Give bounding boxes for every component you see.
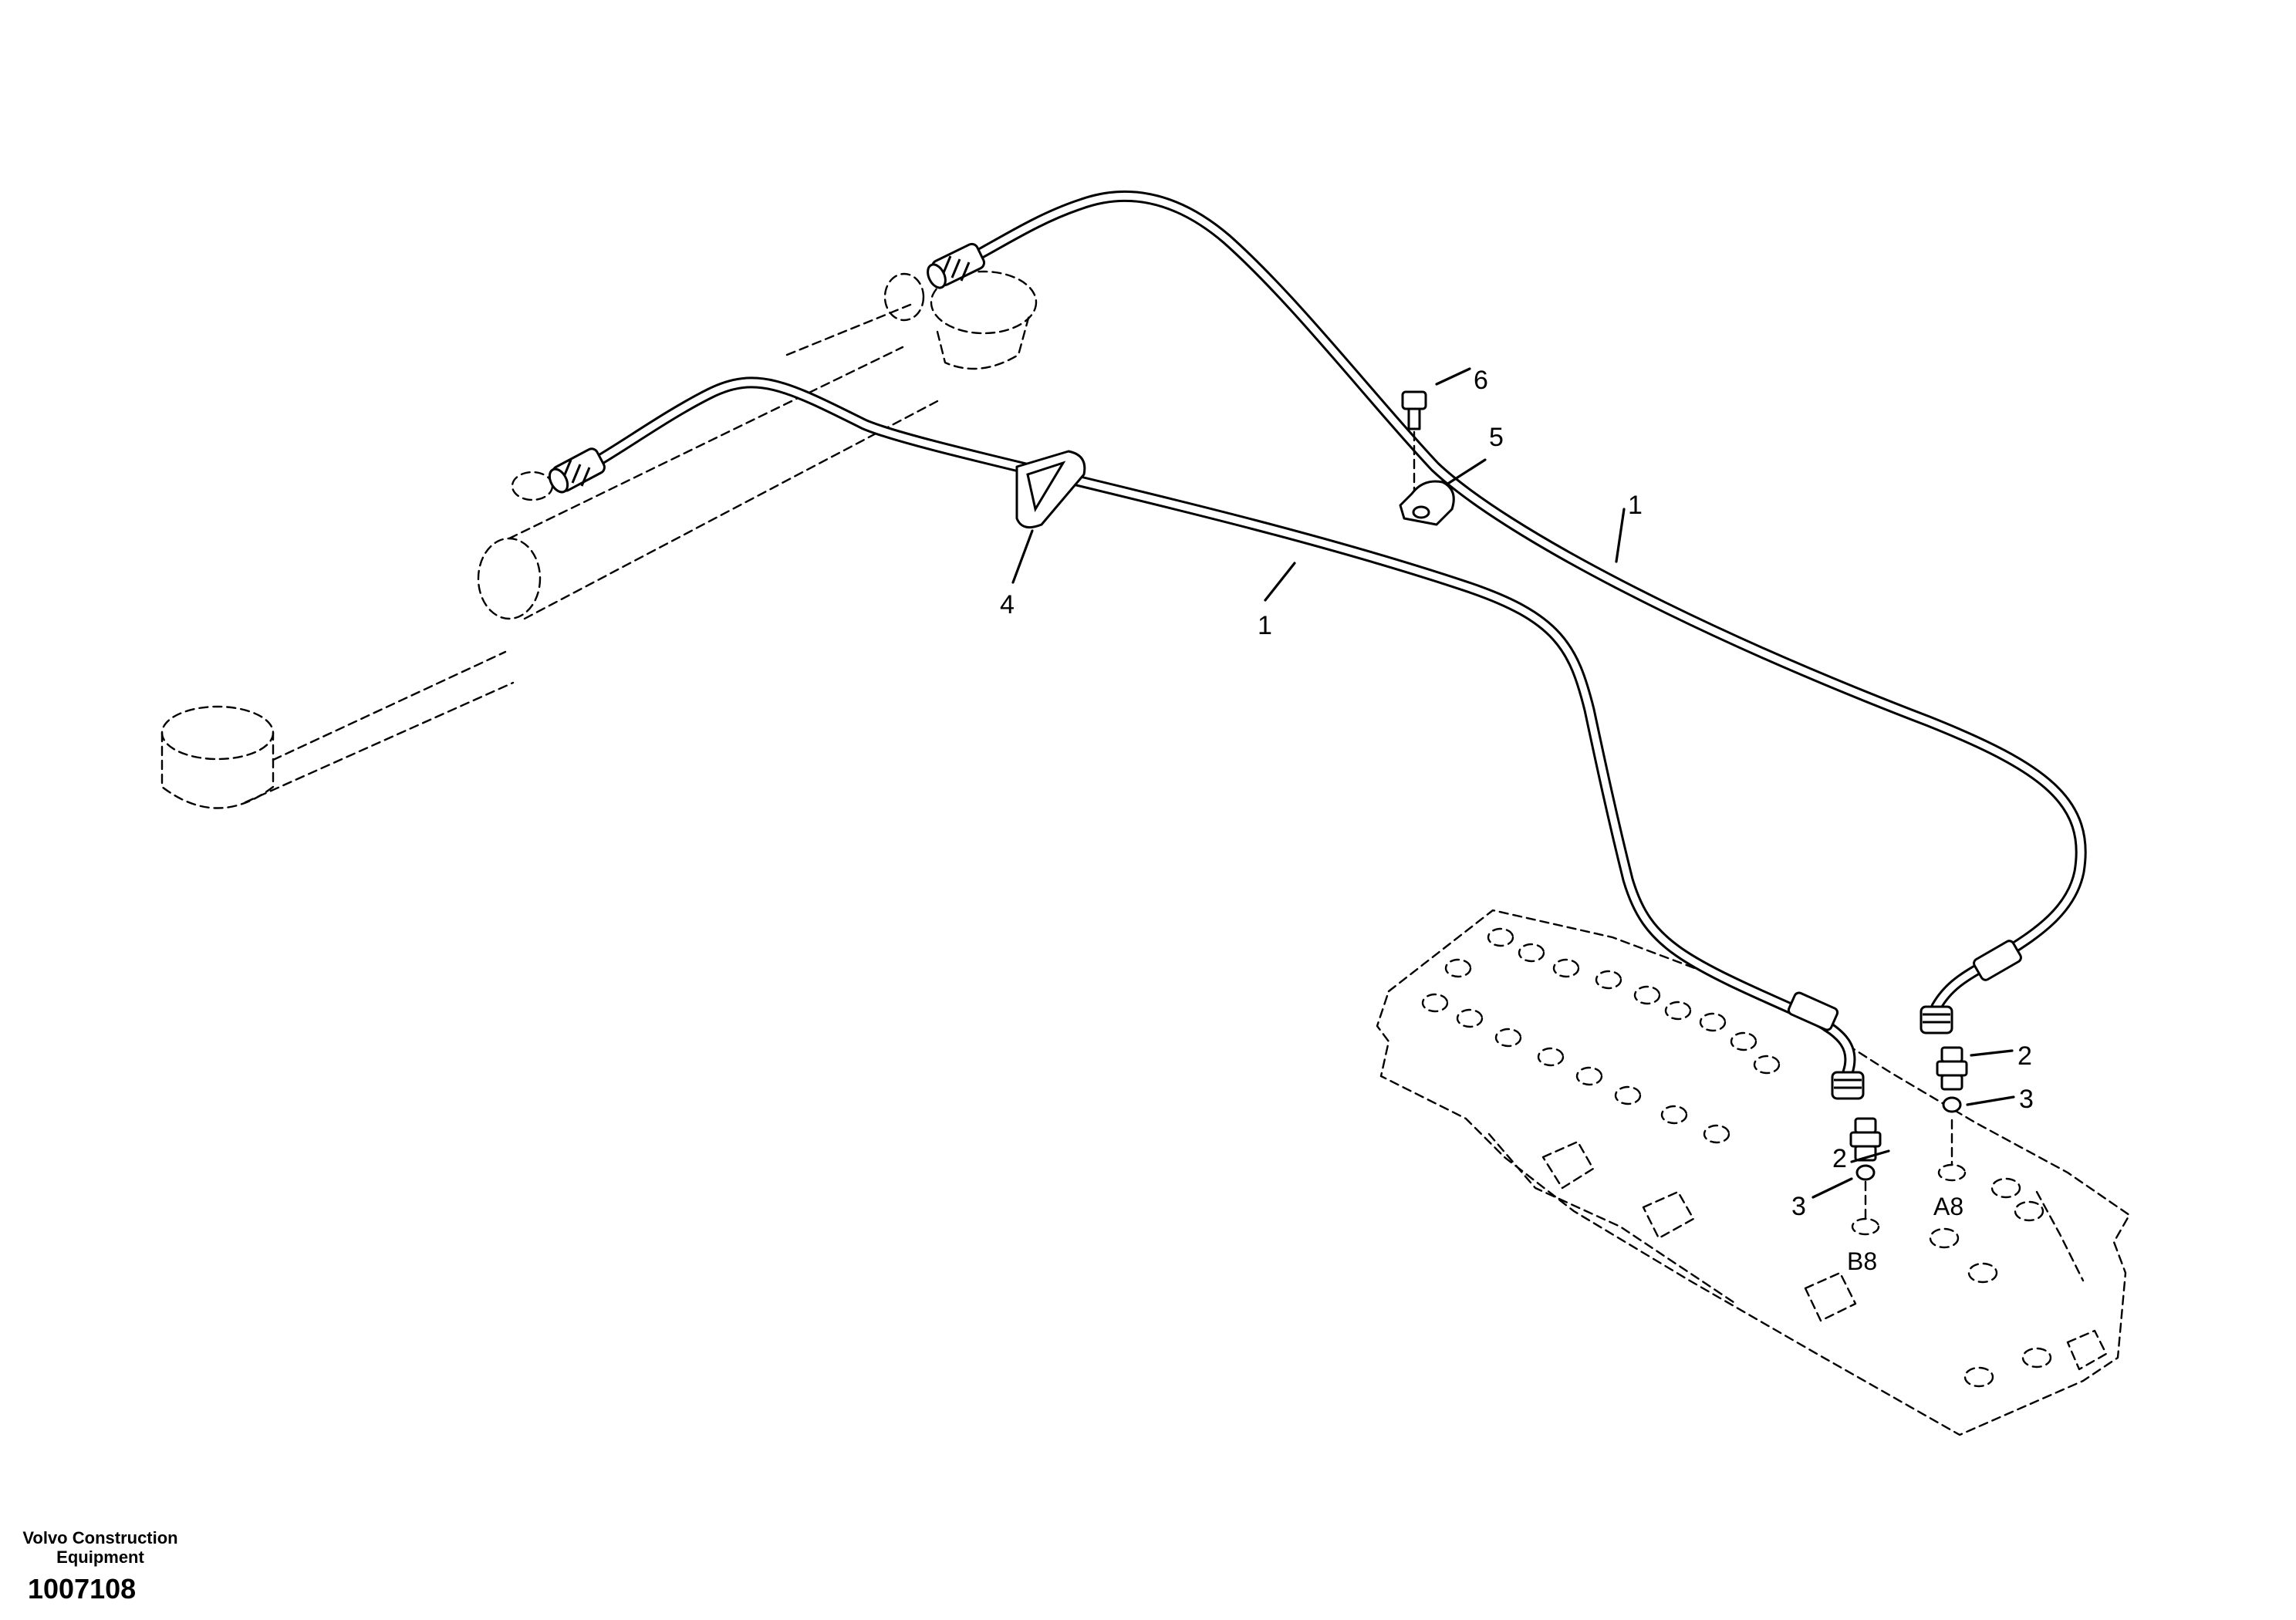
o-ring-b8 — [1855, 1164, 1876, 1181]
pipe-clamp — [1399, 480, 1455, 526]
pipe-fitting-cylinder-head — [548, 447, 606, 494]
hydraulic-pipe-lower — [572, 376, 1856, 1078]
adapter-a8 — [1936, 1046, 1968, 1091]
callout-3-a8: 3 — [2019, 1085, 2034, 1114]
o-ring-a8 — [1942, 1096, 1962, 1113]
callout-labels: 6 5 1 1 4 2 2 3 3 A8 B8 — [1000, 366, 2034, 1275]
callout-3-b8: 3 — [1791, 1192, 1806, 1221]
port-a8-seat — [1937, 1119, 1967, 1182]
callout-4: 4 — [1000, 590, 1015, 619]
valve-spool-ends — [1541, 1140, 2108, 1371]
hydraulic-cylinder-phantom — [160, 270, 1038, 809]
hydraulic-pipe-upper — [950, 190, 2087, 1013]
callout-5: 5 — [1489, 423, 1504, 452]
callout-2-a8: 2 — [2017, 1041, 2032, 1071]
callout-1-lower: 1 — [1258, 611, 1272, 640]
pipe-fitting-a8 — [1920, 940, 2022, 1034]
port-label-b8: B8 — [1847, 1247, 1877, 1275]
adapter-b8 — [1849, 1117, 1882, 1162]
callout-6: 6 — [1474, 366, 1488, 395]
port-b8-seat — [1851, 1180, 1880, 1236]
pipe-fitting-b8 — [1787, 991, 1865, 1100]
grommet — [1015, 450, 1086, 529]
company-name-line2: Equipment — [56, 1547, 144, 1567]
drawing-number: 1007108 — [28, 1573, 136, 1605]
clamp-bolt — [1401, 390, 1427, 491]
control-valve-phantom — [1376, 909, 2131, 1436]
callout-leaders — [1011, 367, 2015, 1199]
drawing-footer: Volvo Construction Equipment 1007108 — [22, 1528, 177, 1605]
callout-1-upper: 1 — [1628, 491, 1643, 520]
valve-port-holes — [1421, 927, 2052, 1388]
pipe-fitting-cylinder-rod — [927, 242, 986, 289]
company-name-line1: Volvo Construction — [22, 1528, 177, 1547]
port-label-a8: A8 — [1933, 1193, 1963, 1220]
callout-2-b8: 2 — [1832, 1144, 1847, 1173]
